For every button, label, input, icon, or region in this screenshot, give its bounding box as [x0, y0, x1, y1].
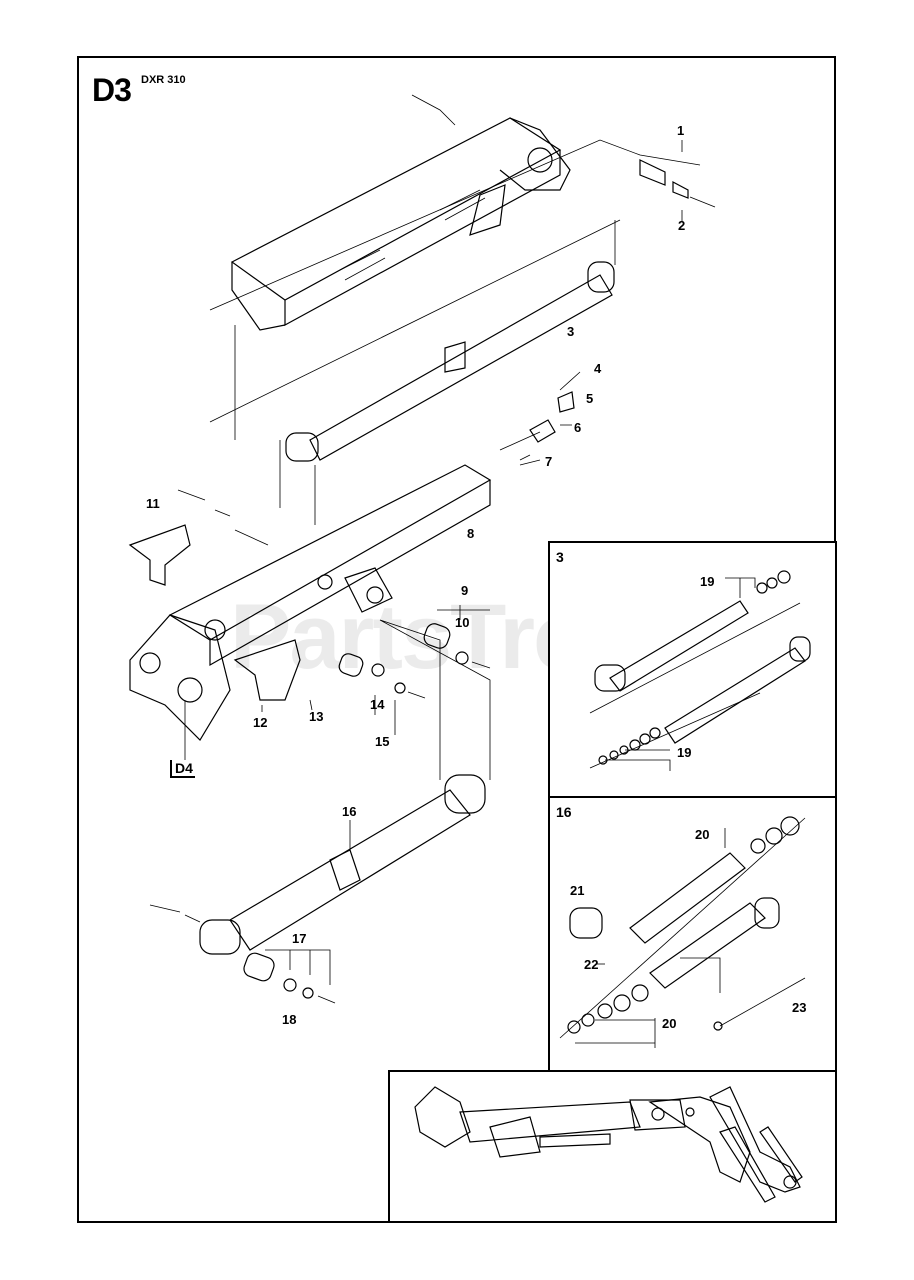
label-2: 2 — [678, 218, 686, 233]
machine-overview-drawing — [414, 1086, 803, 1203]
inset-3-drawing — [589, 570, 811, 771]
label-1: 1 — [677, 123, 685, 138]
label-13: 13 — [309, 709, 324, 724]
cross-reference-d4[interactable]: D4 — [170, 760, 195, 778]
inset-16-label-20-bottom: 20 — [662, 1016, 677, 1031]
inset-16-label-22: 22 — [584, 957, 599, 972]
label-4: 4 — [594, 361, 602, 376]
inset-16-label-20-top: 20 — [695, 827, 710, 842]
label-3: 3 — [567, 324, 575, 339]
inset-3-title: 3 — [556, 549, 564, 565]
model-name: DXR 310 — [141, 74, 186, 86]
inset-cylinder-16: 16 20 21 22 20 23 — [548, 796, 837, 1072]
label-18: 18 — [282, 1012, 297, 1027]
label-11: 11 — [146, 496, 160, 511]
inset-16-title: 16 — [556, 804, 572, 820]
label-15: 15 — [375, 734, 390, 749]
label-9: 9 — [461, 583, 469, 598]
diagram-code: D3 — [92, 72, 132, 108]
label-12: 12 — [253, 715, 268, 730]
label-16: 16 — [342, 804, 357, 819]
inset-16-drawing — [559, 816, 806, 1048]
label-17: 17 — [292, 931, 307, 946]
inset-3-label-19-top: 19 — [700, 574, 715, 589]
inset-machine-overview — [388, 1070, 837, 1223]
label-7: 7 — [545, 454, 553, 469]
inset-16-label-21: 21 — [570, 883, 585, 898]
label-14: 14 — [370, 697, 385, 712]
label-10: 10 — [455, 615, 470, 630]
inset-cylinder-3: 3 19 19 — [548, 541, 837, 798]
inset-16-label-23: 23 — [792, 1000, 807, 1015]
label-8: 8 — [467, 526, 475, 541]
label-6: 6 — [574, 420, 582, 435]
label-5: 5 — [586, 391, 594, 406]
inset-3-label-19-bottom: 19 — [677, 745, 692, 760]
